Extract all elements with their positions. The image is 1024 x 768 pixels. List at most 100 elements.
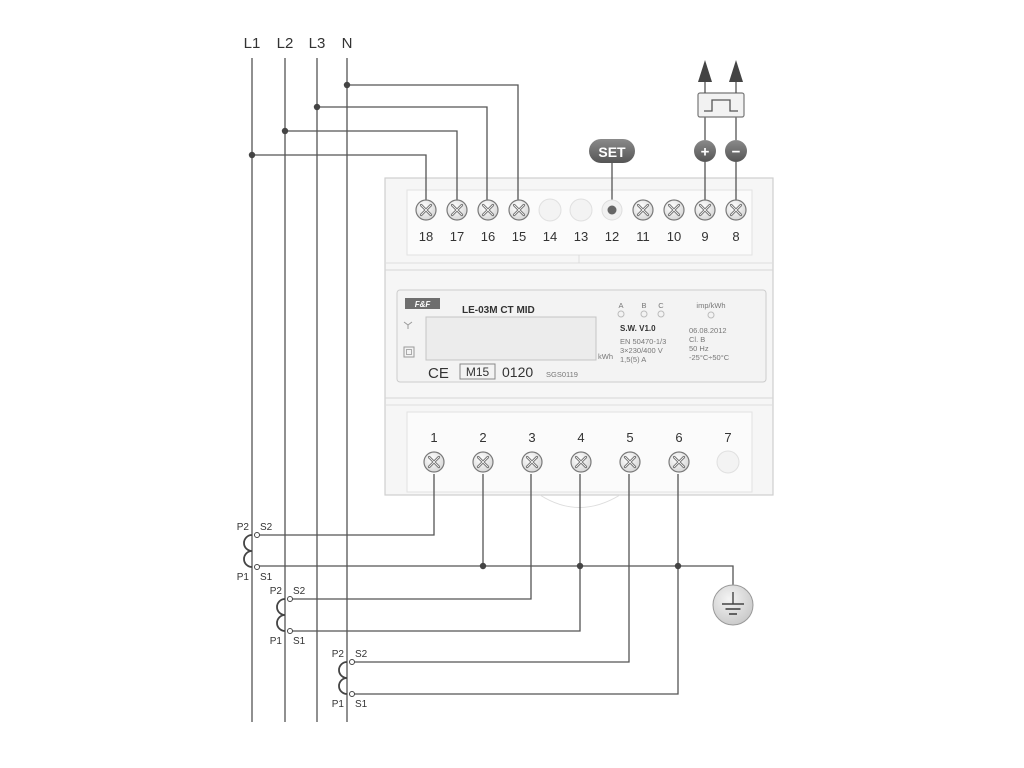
lcd-display <box>425 316 597 361</box>
terminal-8: 8 <box>725 199 747 244</box>
line-label-n: N <box>342 35 353 52</box>
plus-icon <box>694 140 716 162</box>
spec-standard: EN 50470-1/3 <box>620 337 666 346</box>
led-b-label: B <box>641 301 646 310</box>
terminal-number: 4 <box>577 430 584 445</box>
wire-l3-to-16 <box>317 106 488 200</box>
ct-p2-label: P2 <box>332 649 345 660</box>
terminal-number: 18 <box>419 229 433 244</box>
junction <box>674 562 682 570</box>
wire-l2-to-17 <box>285 130 458 200</box>
set-button[interactable] <box>589 139 635 163</box>
pulse-icon <box>704 99 738 112</box>
ct-s1-label: S1 <box>260 572 273 583</box>
terminal-12: 12 <box>601 199 623 244</box>
ct-p1-label: P1 <box>270 636 283 647</box>
wire-n-to-15 <box>347 84 519 200</box>
set-button-label: SET <box>598 144 626 160</box>
terminal-number: 9 <box>701 229 708 244</box>
led-a <box>617 310 625 318</box>
terminal-2: 2 <box>472 430 494 473</box>
meter-model: LE-03M CT MID <box>462 305 535 316</box>
imp-kwh-label: imp/kWh <box>696 301 725 310</box>
spec-frequency: 50 Hz <box>689 344 709 353</box>
wire-ct1-s1-common <box>257 565 734 592</box>
wire-ct1-s2-to-1 <box>257 474 435 536</box>
meter-label-panel: F&F LE-03M CT MID CE M15 0120 SGS0119 kW… <box>396 289 767 383</box>
terminal-16: 16 <box>477 199 499 244</box>
junction <box>343 81 351 89</box>
terminal-11: 11 <box>632 199 654 244</box>
empty-terminal-icon <box>716 450 740 474</box>
junction <box>576 562 584 570</box>
terminal-5: 5 <box>619 430 641 473</box>
spec-temperature: -25°C÷50°C <box>689 353 730 362</box>
certificate-number: SGS0119 <box>546 370 578 379</box>
m15-box <box>459 363 496 380</box>
terminal-1: 1 <box>423 430 445 473</box>
wire-ct2-s1-to-4 <box>290 474 581 632</box>
terminal-3: 3 <box>521 430 543 473</box>
terminal-number: 5 <box>626 430 633 445</box>
terminal-number: 8 <box>732 229 739 244</box>
ce-mark: CE <box>428 365 449 382</box>
led-b <box>640 310 648 318</box>
ground-icon <box>712 584 754 626</box>
ct-coil-icon <box>276 598 286 632</box>
terminal-number: 15 <box>512 229 526 244</box>
junction <box>248 151 256 159</box>
led-c <box>657 310 665 318</box>
arrow-up-icon <box>729 60 743 82</box>
wire-ct3-s1-to-6 <box>352 474 679 695</box>
terminal-number: 11 <box>636 229 650 244</box>
terminal-10: 10 <box>663 199 685 244</box>
wire-ct2-s2-to-3 <box>290 474 532 600</box>
notified-body-number: 0120 <box>502 364 533 380</box>
minus-icon <box>725 140 747 162</box>
wire-ct3-s2-to-5 <box>352 474 630 663</box>
terminal-number: 12 <box>605 229 619 244</box>
ct-p1-label: P1 <box>332 699 345 710</box>
terminal-number: 16 <box>481 229 495 244</box>
line-label-l1: L1 <box>244 35 261 52</box>
terminal-18: 18 <box>415 199 437 244</box>
terminal-number: 1 <box>430 430 437 445</box>
ct-p1-label: P1 <box>237 572 250 583</box>
ct-coil-icon <box>243 534 253 568</box>
m15-mark: M15 <box>466 365 490 379</box>
double-insulation-icon <box>403 346 415 358</box>
empty-terminal-icon <box>569 198 593 222</box>
junction <box>313 103 321 111</box>
spec-current: 1,5(5) A <box>620 355 646 364</box>
terminal-number: 3 <box>528 430 535 445</box>
ct-wiring <box>257 474 734 695</box>
ct-s2-label: S2 <box>293 586 306 597</box>
line-label-l2: L2 <box>277 35 294 52</box>
junction <box>281 127 289 135</box>
minus-label: − <box>732 144 741 161</box>
ground-symbol <box>712 584 754 626</box>
terminal-number: 6 <box>675 430 682 445</box>
terminal-number: 14 <box>543 229 557 244</box>
empty-terminal-icon <box>538 198 562 222</box>
plus-label: + <box>701 144 710 161</box>
spec-voltage: 3×230/400 V <box>620 346 663 355</box>
ct-p2-label: P2 <box>237 522 250 533</box>
kwh-unit: kWh <box>598 352 613 361</box>
terminal-17: 17 <box>446 199 468 244</box>
voltage-wiring <box>248 81 519 200</box>
star-connection-icon <box>403 321 413 329</box>
power-lines: L1 L2 L3 N <box>244 35 353 722</box>
terminal-number: 2 <box>479 430 486 445</box>
terminal-15: 15 <box>508 199 530 244</box>
ct-s1-label: S1 <box>293 636 306 647</box>
ct-coil-icon <box>338 661 348 695</box>
set-and-pulse-output: SET + − <box>589 60 747 204</box>
terminal-number: 7 <box>724 430 731 445</box>
terminal-number: 17 <box>450 229 464 244</box>
ct-p2-label: P2 <box>270 586 283 597</box>
